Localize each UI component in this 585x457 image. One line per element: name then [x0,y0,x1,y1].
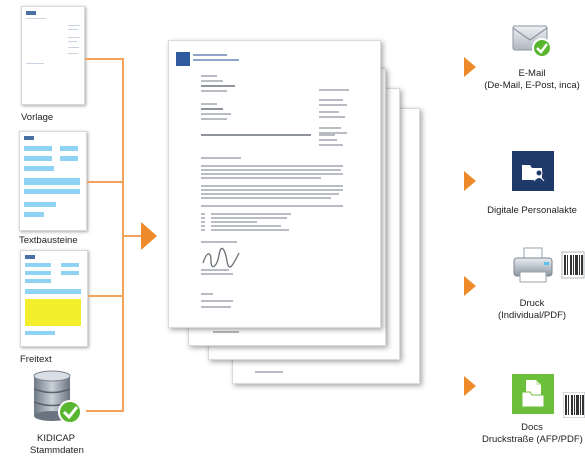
document-letter-front [168,40,381,328]
folder-person-icon [512,151,554,191]
email-label: E-Mail (De-Mail, E-Post, inca) [482,68,582,92]
connector-to-arrow [123,235,141,237]
arrow-druck [464,276,476,296]
docs-label: Docs Druckstraße (AFP/PDF) [482,422,583,446]
database-check-icon [33,370,82,424]
email-label-line1: E-Mail [518,68,546,79]
main-flow-arrow [141,222,157,250]
druck-label: Druck (Individual/PDF) [482,298,582,322]
barcode-mark [561,251,585,279]
arrow-docs [464,376,476,396]
barcode-icon [563,392,585,418]
connector-vorlage [85,58,123,60]
arrow-email [464,57,476,77]
textbausteine-label: Textbausteine [19,235,78,246]
freitext-thumbnail [20,250,88,347]
freitext-label: Freitext [20,354,52,365]
letter-logo [176,52,190,66]
docs-label-line2: Druckstraße (AFP/PDF) [482,434,583,445]
druck-label-line2: (Individual/PDF) [497,310,567,321]
vorlage-label: Vorlage [21,112,54,123]
kidicap-label-line2: Stammdaten [30,445,84,456]
connector-freitext [88,295,123,297]
vorlage-thumbnail [21,6,85,105]
connector-textbausteine [87,181,123,183]
document-folder-icon [512,374,554,414]
druck-label-line1: Druck [519,298,545,309]
kidicap-label-line1: KIDICAP [36,433,75,444]
email-label-line2: (De-Mail, E-Post, inca) [484,80,580,91]
arrow-personalakte [464,171,476,191]
envelope-check-icon [512,25,552,58]
docs-label-line1: Docs [521,422,543,433]
personalakte-label: Digitale Personalakte [487,205,577,216]
signature-mark [202,247,240,268]
kidicap-label: KIDICAP Stammdaten [30,433,84,457]
textbausteine-thumbnail [19,131,87,231]
printer-icon [513,247,585,283]
connector-kidicap [86,410,123,412]
